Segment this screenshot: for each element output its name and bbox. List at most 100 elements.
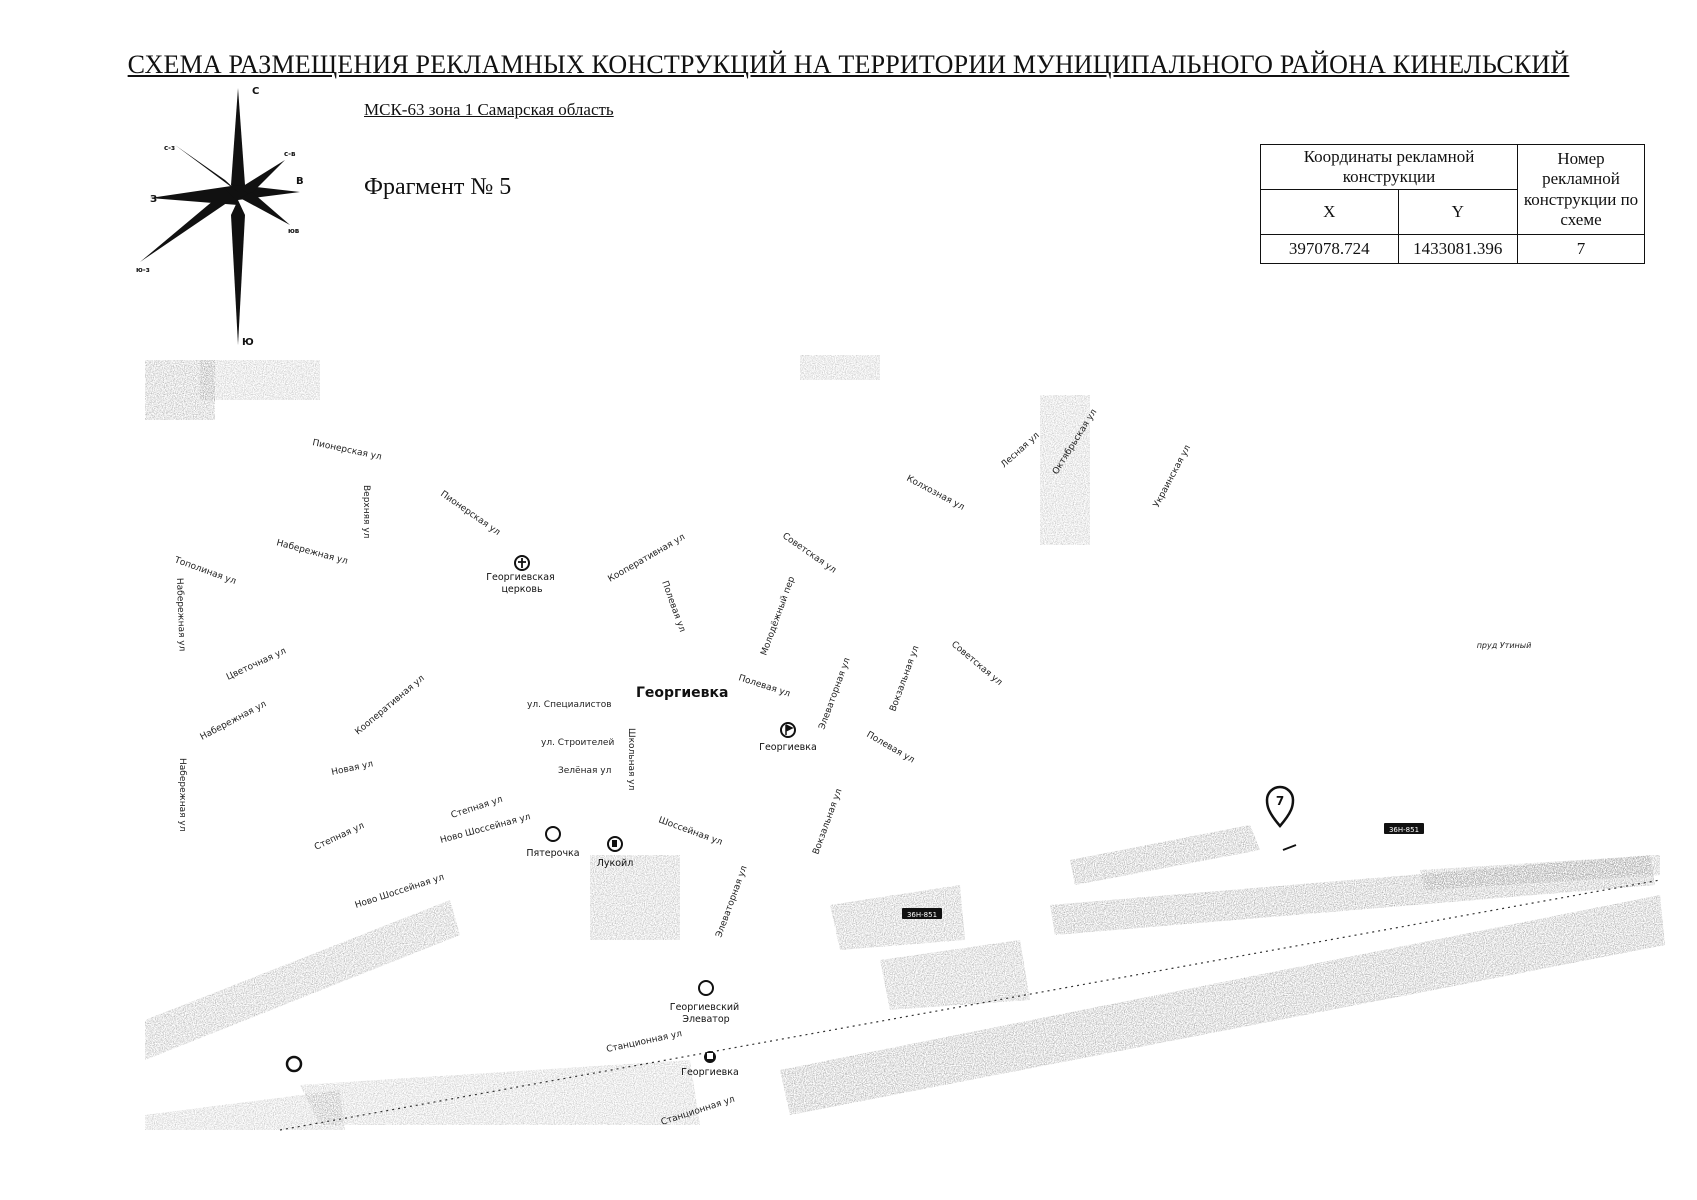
street-label: Новая ул	[331, 759, 375, 778]
street-label: ул. Строителей	[541, 738, 614, 748]
compass-e-label: В	[296, 176, 304, 187]
street-label: Степная ул	[450, 795, 504, 821]
col-y-header: Y	[1397, 189, 1519, 235]
road-badge-shape	[1384, 823, 1424, 834]
compass-se-ray	[240, 192, 290, 225]
street-label: Набережная ул	[177, 758, 187, 831]
factory-icon	[698, 980, 714, 996]
marker-pin-icon	[1265, 785, 1295, 828]
compass-nw-ray	[175, 145, 238, 192]
church-cross-icon	[518, 558, 526, 568]
terrain-textures	[145, 355, 1665, 1130]
street-label: Набережная ул	[199, 699, 269, 742]
poi-label-line: Элеватор	[682, 1014, 729, 1025]
poi-label: Пятерочка	[526, 848, 579, 859]
street-label: Зелёная ул	[558, 766, 611, 776]
poi-railway-station[interactable]: Георгиевка	[681, 1051, 739, 1078]
poi-unnamed[interactable]	[285, 1055, 303, 1073]
terrain-patch	[145, 900, 460, 1060]
compass-rose: С Ю В З с-з с-в юв ю-з	[136, 86, 304, 348]
street-label: Колхозная ул	[905, 474, 966, 513]
ad-structure-marker[interactable]: 7	[1265, 785, 1297, 851]
street-label: Кооперативная ул	[607, 532, 688, 584]
compass-n-label: С	[252, 86, 259, 97]
terrain-patch	[830, 885, 965, 950]
terrain-patch	[780, 895, 1665, 1115]
cell-y: 1433081.396	[1397, 234, 1519, 264]
terrain-patch	[1420, 855, 1660, 890]
street-label: Станционная ул	[606, 1029, 683, 1055]
street-label: Ново Шоссейная ул	[354, 873, 446, 911]
terrain-patch	[880, 940, 1030, 1010]
poi-label-line: Георгиевская	[486, 572, 555, 583]
street-label: Советская ул	[949, 640, 1004, 688]
coords-header: Координаты рекламной конструкции	[1260, 144, 1518, 190]
street-label: Цветочная ул	[225, 646, 288, 682]
poi-label: Георгиевка	[759, 742, 817, 753]
compass-s-label: Ю	[242, 337, 254, 348]
street-label: Верхняя ул	[361, 485, 371, 538]
marker-number: 7	[1276, 794, 1284, 808]
train-icon-inner	[707, 1053, 713, 1059]
road-badge-label: 36Н-851	[907, 911, 937, 919]
street-label: Лесная ул	[999, 431, 1041, 471]
poi-label-line: Георгиевский	[670, 1002, 739, 1013]
street-label: Украинская ул	[1152, 444, 1193, 510]
shop-icon	[545, 826, 561, 842]
street-label: Полевая ул	[737, 673, 791, 699]
road-badge-shape	[902, 908, 942, 919]
street-label: Полевая ул	[659, 580, 687, 634]
terrain-patch	[300, 1060, 700, 1125]
terrain-patch	[800, 355, 880, 380]
railway-line	[279, 879, 1661, 1131]
poi-station-flag[interactable]: Георгиевка	[759, 722, 817, 753]
poi-church[interactable]: Георгиевская церковь	[486, 555, 558, 595]
compass-ne-ray	[240, 160, 285, 195]
fragment-label: Фрагмент № 5	[364, 174, 512, 200]
street-label: Вокзальная ул	[811, 788, 844, 856]
cell-number: 7	[1517, 234, 1645, 264]
page-title: СХЕМА РАЗМЕЩЕНИЯ РЕКЛАМНЫХ КОНСТРУКЦИЙ Н…	[127, 50, 1570, 79]
street-label: Кооперативная ул	[354, 674, 427, 738]
compass-w-label: З	[150, 194, 157, 205]
poi-lukoil[interactable]: Лукойл	[597, 836, 634, 869]
pond-label: пруд Утиный	[1477, 641, 1532, 650]
terrain-patch	[590, 855, 680, 940]
compass-se-label: юв	[288, 227, 300, 235]
poi-label: Георгиевка	[681, 1067, 739, 1078]
compass-nw-label: с-з	[164, 144, 175, 152]
marker-tail	[1282, 844, 1297, 851]
coordinate-system-label: МСК-63 зона 1 Самарская область	[364, 100, 614, 119]
street-label: Молодёжный пер	[759, 575, 797, 657]
poi-icon	[285, 1055, 303, 1073]
poi-label: Георгиевский Элеватор	[670, 1002, 742, 1025]
poi-elevator[interactable]: Георгиевский Элеватор	[670, 980, 742, 1025]
col-x-header: X	[1260, 189, 1399, 235]
poi-pyaterochka[interactable]: Пятерочка	[526, 826, 580, 859]
poi-label: Георгиевская церковь	[486, 572, 558, 595]
street-label: Элеваторная ул	[817, 657, 852, 731]
street-label: Советская ул	[780, 531, 837, 575]
street-label: Пионерская ул	[311, 438, 382, 462]
number-header: Номер рекламной конструкции по схеме	[1517, 144, 1645, 235]
flag-shape	[785, 724, 794, 735]
settlement-label: Георгиевка	[636, 685, 728, 701]
compass-south-ray	[231, 200, 245, 345]
road-badge-label: 36Н-851	[1389, 826, 1419, 834]
terrain-patch	[1070, 825, 1260, 885]
street-label: Школьная ул	[626, 728, 636, 790]
street-label: ул. Специалистов	[527, 700, 612, 710]
street-label: Набережная ул	[174, 578, 187, 652]
street-label: Пионерская ул	[438, 489, 501, 538]
street-label: Шоссейная ул	[657, 815, 724, 847]
compass-sw-ray	[140, 190, 234, 262]
poi-label: Лукойл	[597, 858, 634, 869]
road-badge: 36Н-851	[1384, 823, 1424, 834]
road-badge: 36Н-851	[902, 908, 942, 919]
coordinates-table: Координаты рекламной конструкции Номер р…	[1260, 144, 1645, 264]
terrain-patch	[200, 360, 320, 400]
street-label: Элеваторная ул	[714, 865, 749, 939]
poi-label-line: церковь	[501, 584, 542, 595]
compass-ne-label: с-в	[284, 150, 296, 158]
